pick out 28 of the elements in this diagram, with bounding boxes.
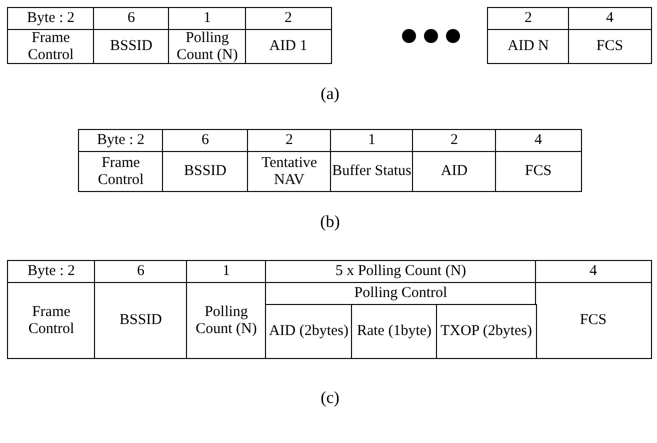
- field-name-label: Polling Count (N): [186, 282, 266, 359]
- field-name-label: FCS: [568, 29, 652, 64]
- field-name-label: Tentative NAV: [247, 151, 332, 192]
- field-name-label: AID (2bytes): [265, 304, 352, 359]
- field-name-label: AID 1: [245, 29, 332, 64]
- field-name-label: Polling Control: [265, 282, 536, 306]
- byte-size-label: 5 x Polling Count (N): [265, 260, 536, 284]
- field-name-label: AID N: [487, 29, 570, 64]
- byte-size-label: 2: [245, 7, 332, 30]
- field-name-label: Rate (1byte): [351, 304, 438, 359]
- byte-size-label: 4: [495, 129, 582, 152]
- field-name-label: Buffer Status: [330, 151, 414, 192]
- byte-size-label: 4: [535, 260, 652, 284]
- field-name-label: BSSID: [94, 282, 188, 359]
- field-name-label: FCS: [495, 151, 582, 192]
- field-name-label: BSSID: [93, 29, 170, 64]
- panel-caption: (a): [320, 84, 340, 104]
- field-name-label: FCS: [535, 282, 652, 359]
- field-name-label: Polling Count (N): [168, 29, 246, 64]
- field-name-label: Frame Control: [78, 151, 164, 192]
- byte-size-label: 4: [568, 7, 652, 30]
- panel-caption: (b): [319, 212, 341, 232]
- panel-caption: (c): [320, 388, 340, 408]
- field-name-label: AID: [412, 151, 496, 192]
- field-name-label: TXOP (2bytes): [436, 304, 536, 359]
- field-name-label: Frame Control: [7, 29, 94, 64]
- field-name-label: BSSID: [162, 151, 248, 192]
- field-name-label: Frame Control: [7, 282, 96, 359]
